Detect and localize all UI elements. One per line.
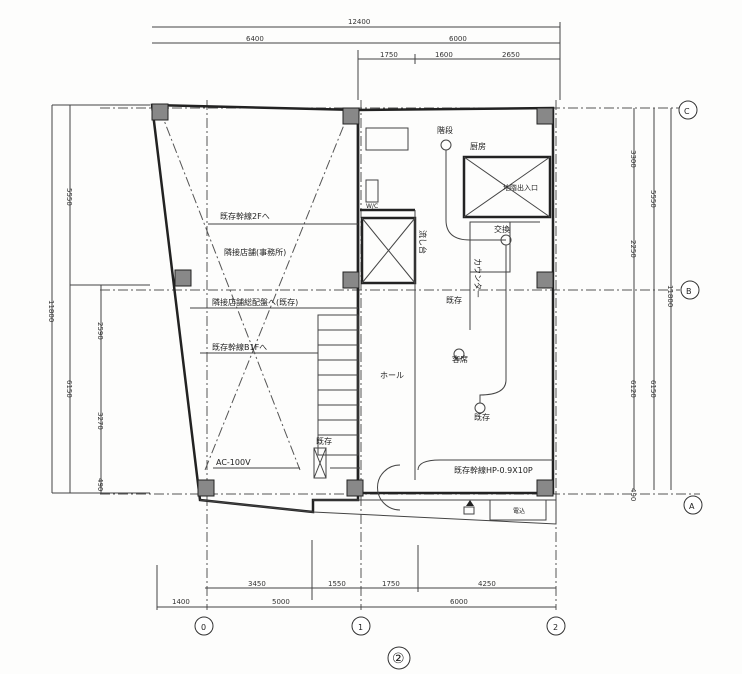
label-counter: カウンター	[473, 258, 482, 298]
dim-right-upper: 5550	[649, 190, 657, 208]
dim-top-right: 6000	[449, 35, 467, 43]
label-ac100v: AC-100V	[216, 458, 251, 467]
axis-c: C	[684, 107, 690, 116]
dim-top-total: 12400	[348, 18, 370, 26]
dim-right-total: 11800	[666, 285, 674, 307]
bottom-dimensions: 3450 1550 1750 4250 1400 5000 6000	[156, 540, 556, 610]
dim-bottom-sub: 4250	[478, 580, 496, 588]
label-existing: 既存	[316, 436, 332, 446]
label-stairs: 階段	[437, 125, 453, 135]
axis-1: 1	[358, 623, 363, 632]
dim-left-sub: 3270	[96, 412, 104, 430]
dim-bottom-main: 6000	[450, 598, 468, 606]
dim-top-left: 6400	[246, 35, 264, 43]
label-existing: 既存	[446, 295, 462, 305]
dim-left-sub: 2590	[96, 322, 104, 340]
dim-top-sub: 1600	[435, 51, 453, 59]
label-trunk-b1f: 既存幹線B1Fへ	[212, 342, 267, 352]
dim-bottom-sub: 3450	[248, 580, 266, 588]
dim-right-sub: 6120	[629, 380, 637, 398]
dim-top-sub: 2650	[502, 51, 520, 59]
dim-left-total: 11800	[47, 300, 55, 322]
plan-labels: 既存幹線2Fへ 隣接店舗(事務所) 隣接店舗総配盤へ(既存) 既存幹線B1Fへ …	[212, 125, 538, 515]
grid-axis-bubbles: C B A 0 1 2	[194, 100, 703, 636]
right-dimensions: 3300 2250 6120 490 5550 6150 11800	[629, 108, 674, 501]
sheet-number: ②	[392, 651, 405, 667]
label-trunk-2f: 既存幹線2Fへ	[220, 211, 270, 221]
label-entrance: 電込	[513, 507, 525, 515]
dim-left-lower: 6150	[65, 380, 73, 398]
label-kitchen: 厨房	[470, 141, 486, 151]
dim-right-lower: 6150	[649, 380, 657, 398]
axis-b: B	[686, 287, 692, 296]
label-neighbor-panel: 隣接店舗総配盤へ(既存)	[212, 297, 298, 307]
dim-bottom-sub: 1550	[328, 580, 346, 588]
label-exchange: 交換	[494, 224, 510, 234]
label-sink: 流し台	[418, 230, 428, 254]
dim-right-sub: 2250	[629, 240, 637, 258]
stair	[317, 314, 359, 456]
left-dimensions: 11800 5550 6150 2590 3270 490	[47, 104, 150, 494]
dim-bottom-main: 1400	[172, 598, 190, 606]
dim-bottom-main: 5000	[272, 598, 290, 606]
dim-right-sub: 3300	[629, 150, 637, 168]
axis-2: 2	[553, 623, 558, 632]
building-outline	[150, 103, 557, 525]
dim-left-sub: 490	[96, 478, 104, 491]
top-dimensions: 12400 6400 6000 1750 1600 2650	[152, 18, 561, 100]
label-existing: 既存	[474, 412, 490, 422]
label-seats: 客席	[452, 354, 468, 364]
dim-top-sub: 1750	[380, 51, 398, 59]
label-wc: W/C	[366, 203, 378, 210]
dim-left-upper: 5550	[65, 188, 73, 206]
label-trunk-hp: 既存幹線HP-0.9X10P	[454, 465, 533, 475]
dim-bottom-sub: 1750	[382, 580, 400, 588]
axis-0: 0	[201, 623, 206, 632]
dim-right-sub: 490	[629, 488, 637, 501]
axis-a: A	[689, 502, 695, 511]
label-hall: ホール	[380, 371, 404, 380]
label-neighbor-shop: 隣接店舗(事務所)	[224, 247, 286, 257]
label-basement-entrance: 地階出入口	[503, 183, 538, 192]
